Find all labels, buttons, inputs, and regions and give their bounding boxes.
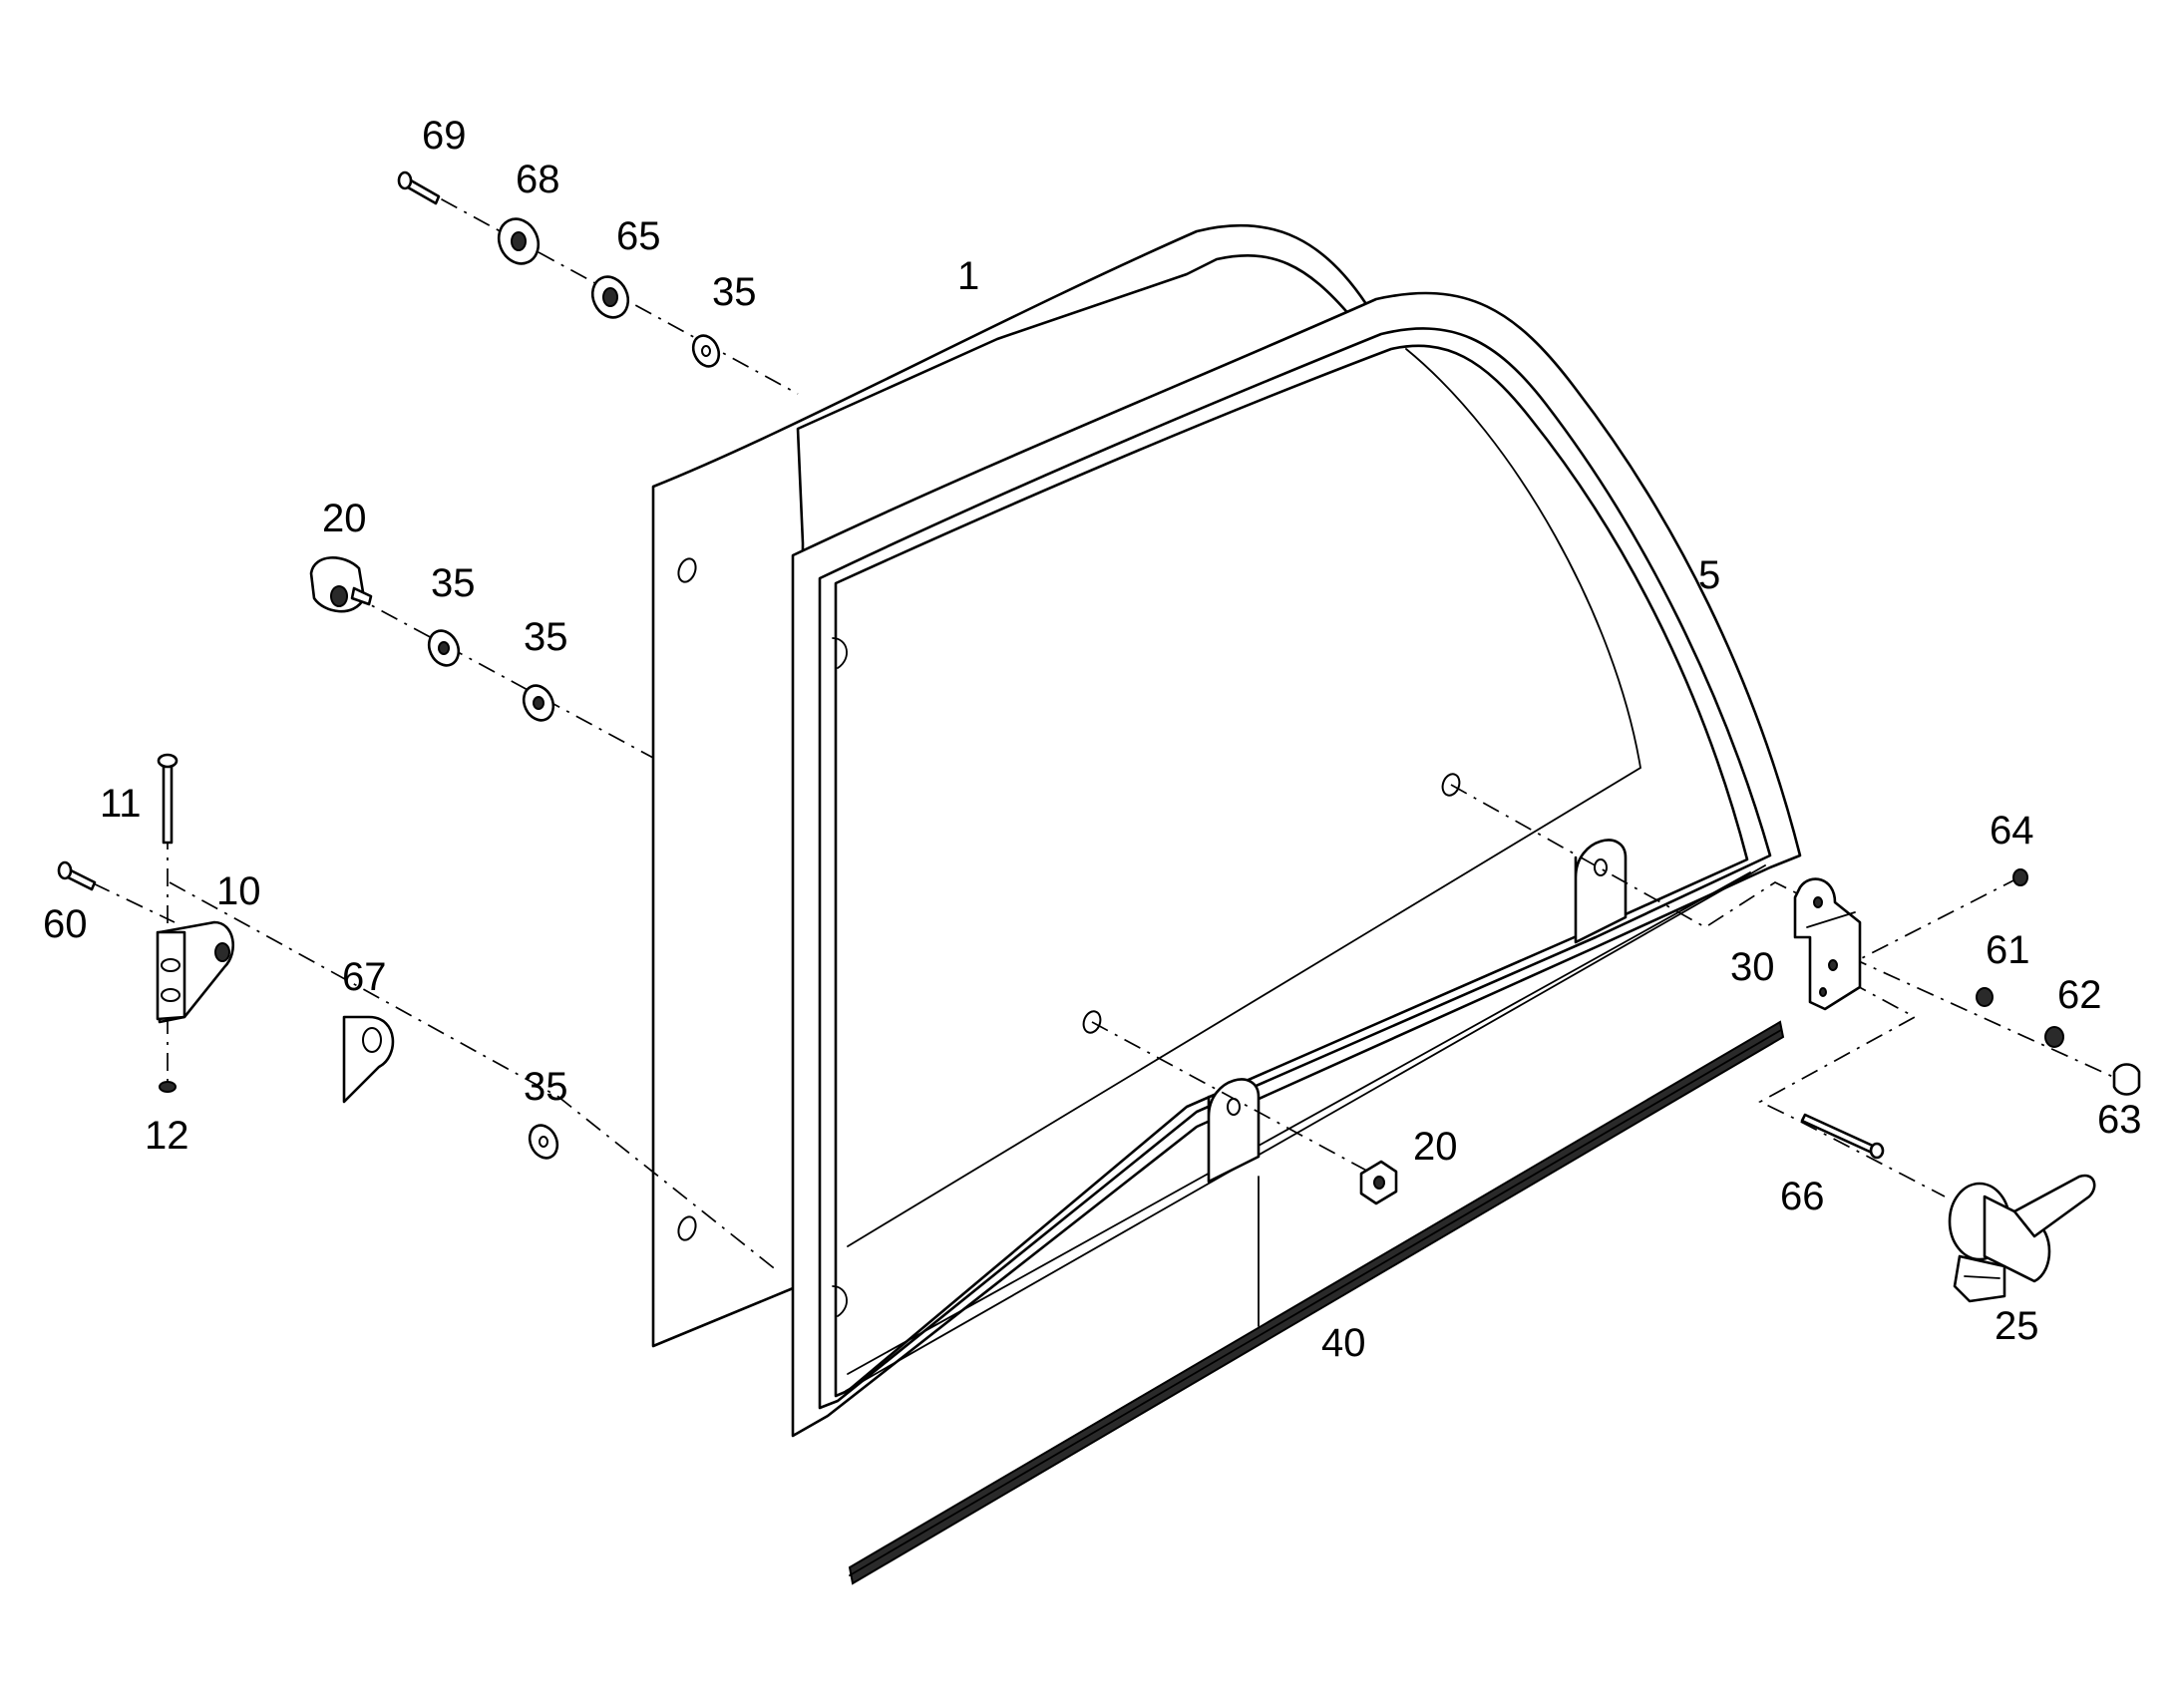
window-frame-part-5 bbox=[791, 291, 1802, 1438]
label-20: 20 bbox=[1413, 1125, 1458, 1169]
rod-part-66 bbox=[1800, 1113, 1885, 1160]
washer-part-35-bottom bbox=[528, 1124, 559, 1160]
label-63: 63 bbox=[2097, 1098, 2142, 1142]
label-35: 35 bbox=[524, 615, 568, 659]
bolt-part-60 bbox=[57, 860, 97, 891]
washer-part-35-mid-a bbox=[427, 629, 461, 667]
label-10: 10 bbox=[216, 869, 261, 913]
label-67: 67 bbox=[342, 955, 387, 999]
label-1: 1 bbox=[957, 254, 979, 298]
nut-part-61 bbox=[1976, 987, 1994, 1007]
nut-part-20-lower bbox=[1359, 1160, 1398, 1205]
spacer-plate-part-67 bbox=[342, 1015, 395, 1104]
label-61: 61 bbox=[1986, 928, 2030, 972]
bolt-part-69 bbox=[397, 171, 441, 205]
handle-part-25 bbox=[1948, 1174, 2096, 1303]
label-60: 60 bbox=[43, 902, 88, 946]
pin-part-11 bbox=[157, 753, 179, 845]
washer-part-68 bbox=[497, 217, 541, 265]
hinge-part-10 bbox=[156, 920, 234, 1024]
cap-part-63 bbox=[2112, 1063, 2141, 1096]
nut-part-64 bbox=[2012, 868, 2028, 886]
label-62: 62 bbox=[2057, 973, 2102, 1017]
washer-part-65 bbox=[590, 275, 630, 319]
label-68: 68 bbox=[516, 158, 560, 201]
label-25: 25 bbox=[1995, 1304, 2039, 1348]
washer-part-35-top bbox=[691, 334, 721, 368]
bracket-part-30 bbox=[1793, 877, 1862, 1011]
label-35: 35 bbox=[524, 1065, 568, 1109]
part-labels: 69 68 65 35 1 20 35 35 5 11 60 10 67 12 … bbox=[43, 114, 2142, 1365]
label-40: 40 bbox=[1321, 1321, 1366, 1365]
label-5: 5 bbox=[1698, 553, 1720, 597]
bumper-part-20-upper bbox=[309, 556, 373, 613]
washer-part-12 bbox=[159, 1081, 177, 1093]
label-35: 35 bbox=[712, 270, 757, 314]
seal-strip-part-40 bbox=[848, 1020, 1785, 1585]
washer-part-35-mid-b bbox=[522, 684, 555, 722]
label-20: 20 bbox=[322, 497, 367, 540]
label-65: 65 bbox=[616, 214, 661, 258]
label-64: 64 bbox=[1990, 809, 2034, 853]
label-11: 11 bbox=[100, 782, 142, 826]
label-35: 35 bbox=[431, 561, 476, 605]
label-66: 66 bbox=[1780, 1175, 1825, 1218]
label-30: 30 bbox=[1730, 945, 1775, 989]
nut-part-62 bbox=[2044, 1026, 2064, 1048]
label-12: 12 bbox=[145, 1114, 189, 1158]
label-69: 69 bbox=[422, 114, 467, 158]
